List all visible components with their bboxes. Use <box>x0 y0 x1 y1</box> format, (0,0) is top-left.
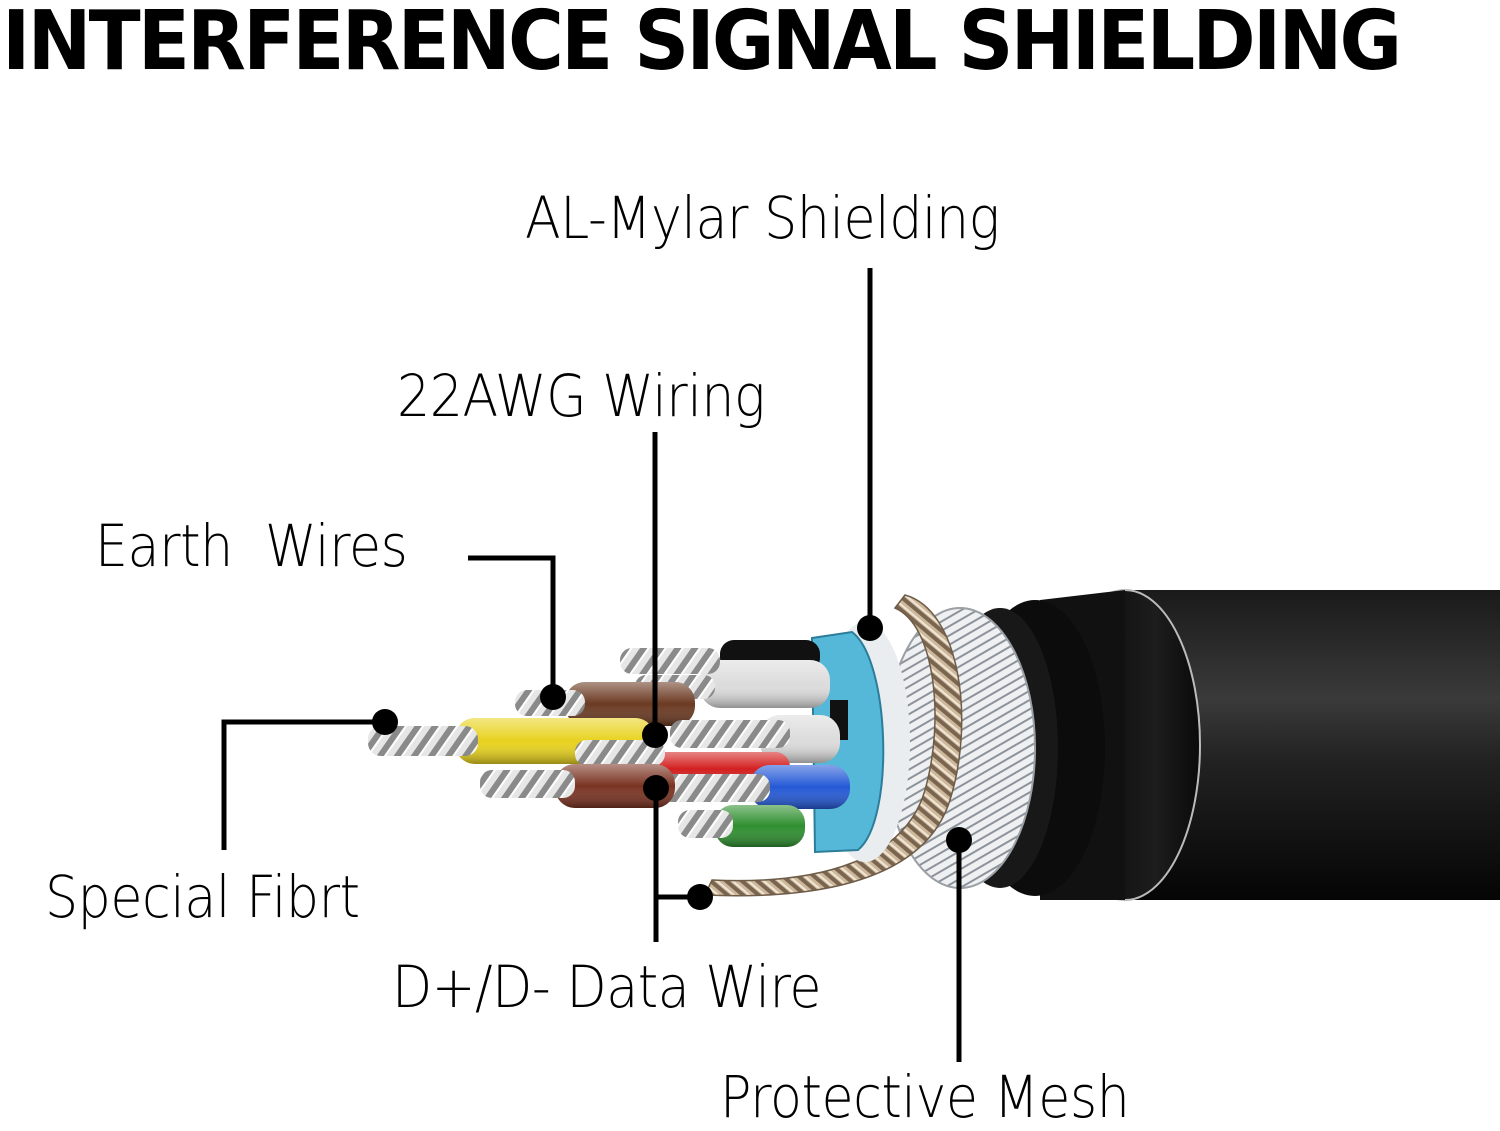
label-protective-mesh: Protective Mesh <box>720 1063 1130 1131</box>
label-earth-wires: Earth Wires <box>95 512 408 580</box>
dot-protective-mesh <box>946 827 972 853</box>
leader-earth-wires <box>468 555 556 697</box>
leader-lines <box>221 268 962 1062</box>
leader-dots <box>372 615 972 910</box>
dot-earth-wires <box>540 684 566 710</box>
dot-al-mylar <box>857 615 883 641</box>
label-22awg-wiring: 22AWG Wiring <box>397 362 765 430</box>
dot-data-wire <box>643 775 669 801</box>
page-title: INTERFERENCE SIGNAL SHIELDING <box>2 0 1402 89</box>
label-al-mylar-shielding: AL-Mylar Shielding <box>525 184 1000 252</box>
dot-special-fiber <box>372 709 398 735</box>
dot-data-wire-braid <box>687 884 713 910</box>
label-data-wire: D+/D- Data Wire <box>392 953 822 1021</box>
dot-22awg <box>642 722 668 748</box>
inner-wires <box>368 640 850 847</box>
leader-special-fiber <box>221 719 385 850</box>
label-special-fibrt: Special Fibrt <box>45 863 360 931</box>
